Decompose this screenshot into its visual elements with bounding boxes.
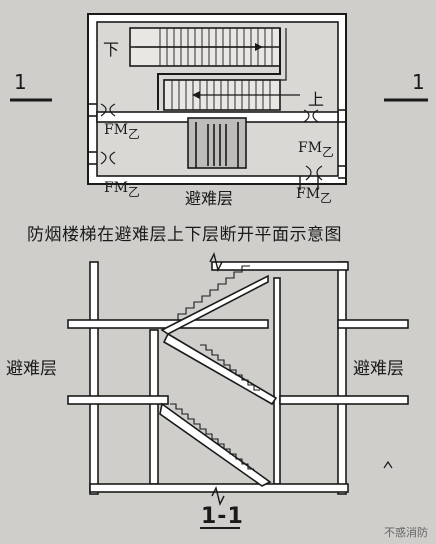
section-right-label: 避难层	[353, 359, 404, 379]
slab-upper-right	[337, 319, 409, 329]
plan-caption: 防烟楼梯在避难层上下层断开平面示意图	[27, 225, 342, 245]
door-label-right-lower: FM乙	[296, 186, 332, 205]
door-right-upper	[303, 109, 346, 123]
door-left-lower	[88, 151, 116, 165]
section-title: 1-1	[201, 504, 244, 529]
section-mid-column-right	[273, 277, 281, 485]
door-label-right-upper: FM乙	[298, 140, 334, 159]
slab-middle	[67, 395, 169, 405]
section-mark-right: 1	[412, 70, 425, 94]
watermark: 不惑消防	[384, 526, 428, 539]
door-right-lower	[305, 165, 346, 181]
door-label-left-lower: FM乙	[104, 180, 140, 199]
slab-bottom	[89, 483, 349, 493]
stair-section-upper	[160, 274, 269, 335]
break-mark-bottom	[211, 485, 225, 507]
break-mark-top	[209, 251, 223, 273]
slab-top	[211, 261, 349, 271]
door-left-upper	[88, 103, 116, 117]
section-mid-column-left	[149, 329, 159, 485]
slab-middle-right	[279, 395, 409, 405]
section-drawing	[67, 251, 409, 529]
door-label-left-upper: FM乙	[104, 122, 140, 141]
section-right-column	[337, 261, 347, 495]
down-label: 下	[103, 40, 120, 59]
plan-shaft	[187, 117, 247, 169]
section-left-label: 避难层	[6, 359, 57, 379]
section-left-column	[89, 261, 99, 495]
refuge-floor-label: 避难层	[185, 189, 234, 208]
section-mark-left: 1	[14, 70, 27, 94]
stair-section-middle	[162, 332, 278, 406]
up-label: 上	[308, 90, 325, 109]
stair-section-lower	[159, 402, 272, 487]
stair-flight-up	[163, 79, 300, 111]
stair-flight-down	[129, 27, 281, 67]
stair-center-wall	[157, 28, 281, 110]
